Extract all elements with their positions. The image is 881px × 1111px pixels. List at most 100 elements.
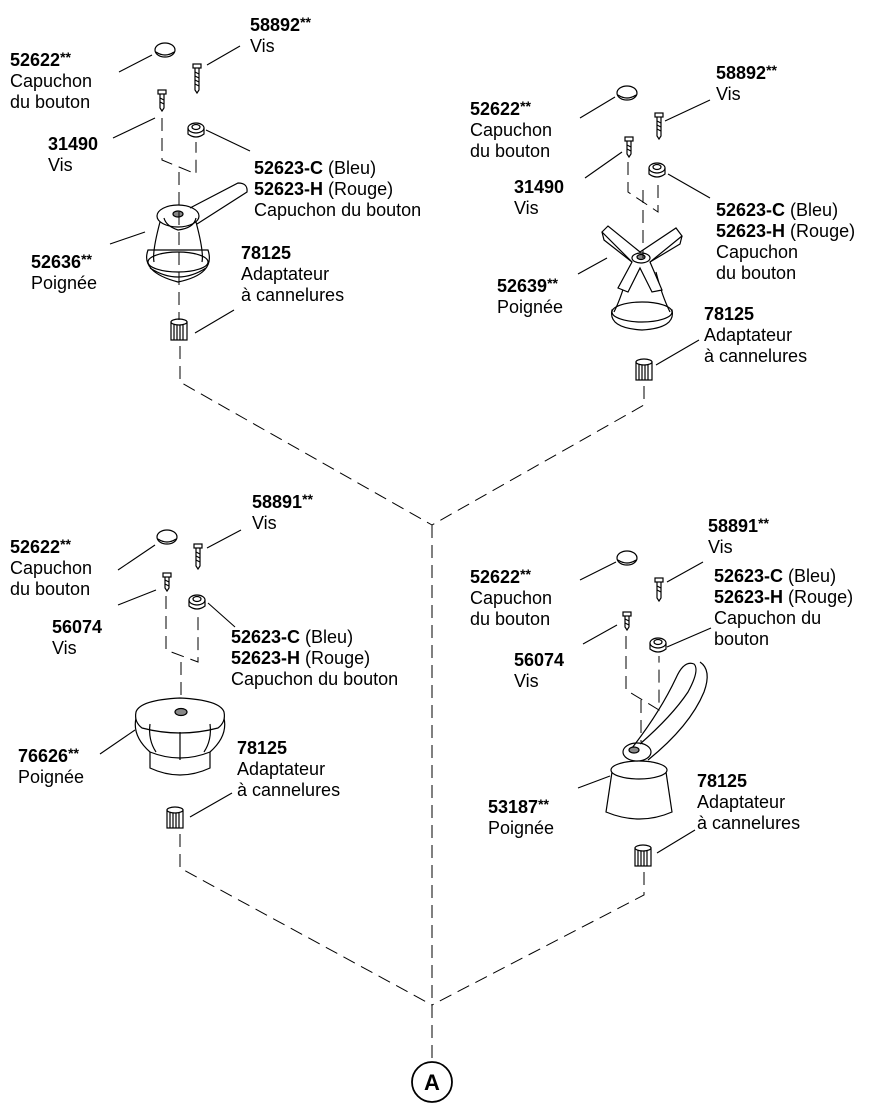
g1-screw: [157, 89, 167, 113]
color-note: (Rouge): [300, 648, 371, 668]
part-number: 58891: [252, 492, 303, 512]
part-suffix: **: [538, 796, 549, 812]
part-number: 78125: [237, 738, 288, 758]
description-line: Capuchon: [716, 242, 799, 262]
color-variant-row: 52623-H (Rouge): [714, 587, 853, 608]
part-number-row: 78125: [704, 304, 807, 325]
part-number: 52639: [497, 276, 548, 296]
part-suffix: **: [81, 251, 92, 267]
description-line: Vis: [52, 638, 77, 658]
g4-handle-label: 53187**Poignée: [488, 794, 554, 839]
part-number: 52623-C: [254, 158, 324, 178]
color-note: (Rouge): [785, 221, 856, 241]
part-number: 52623-C: [714, 566, 784, 586]
part-number-row: 53187**: [488, 794, 554, 818]
lever-handle-assembly: [146, 42, 248, 341]
description-line: Capuchon du bouton: [254, 200, 422, 220]
g4-color-cap: [649, 637, 667, 653]
part-number: 78125: [697, 771, 748, 791]
part-number-row: 52636**: [31, 249, 97, 273]
part-number: 53187: [488, 797, 539, 817]
g2-screw: [624, 136, 634, 159]
g2-screw-top-label: 58892**Vis: [716, 60, 777, 105]
part-suffix: **: [300, 14, 311, 30]
part-number-row: 58892**: [716, 60, 777, 84]
part-number: 58892: [716, 63, 767, 83]
color-note: (Bleu): [300, 627, 354, 647]
g1-lever-handle: [146, 182, 248, 283]
g3-handle-label: 76626** Poignée: [18, 743, 84, 788]
g4-top-screw: [654, 577, 664, 603]
part-number: 58892: [250, 15, 301, 35]
part-number-row: 58891**: [708, 513, 769, 537]
description-line: Adaptateur: [241, 264, 330, 284]
part-number: 78125: [241, 243, 292, 263]
description-line: à cannelures: [704, 346, 808, 366]
description-line: Vis: [252, 513, 277, 533]
part-number: 76626: [18, 746, 69, 766]
part-number: 52622: [470, 99, 521, 119]
description-line: du bouton: [716, 263, 797, 283]
callout-a: A: [411, 1061, 453, 1103]
part-number-row: 56074: [52, 617, 102, 638]
description-line: Capuchon: [10, 558, 93, 578]
part-suffix: **: [68, 745, 79, 761]
part-number-row: 78125: [241, 243, 344, 264]
part-number-row: 78125: [237, 738, 340, 759]
description-line: Poignée: [18, 767, 85, 787]
description-line: à cannelures: [241, 285, 345, 305]
part-number-row: 78125: [697, 771, 800, 792]
part-number: 52622: [10, 537, 61, 557]
g4-screw-top-label: 58891**Vis: [708, 513, 769, 558]
description-line: du bouton: [10, 92, 91, 112]
description-line: Capuchon: [10, 71, 93, 91]
description-line: bouton: [714, 629, 770, 649]
color-note: (Bleu): [785, 200, 839, 220]
part-number-row: 52622**: [470, 96, 552, 120]
color-variant-row: 52623-C (Bleu): [231, 627, 398, 648]
part-number-row: 58892**: [250, 12, 311, 36]
part-number: 52623-C: [716, 200, 786, 220]
color-variant-row: 52623-C (Bleu): [716, 200, 855, 221]
description-line: à cannelures: [697, 813, 801, 833]
part-number-row: 52622**: [10, 47, 92, 71]
description-line: Vis: [708, 537, 733, 557]
g4-spline-adapter: [634, 844, 652, 867]
g1-color-cap-label: 52623-C (Bleu)52623-H (Rouge)Capuchon du…: [254, 158, 421, 221]
g1-screw-top-label: 58892**Vis: [250, 12, 311, 57]
description-line: Vis: [716, 84, 741, 104]
color-note: (Rouge): [783, 587, 854, 607]
g2-spline-adapter: [635, 358, 653, 381]
color-variant-row: 52623-C (Bleu): [714, 566, 853, 587]
description-line: Vis: [514, 671, 539, 691]
part-suffix: **: [520, 566, 531, 582]
part-suffix: **: [520, 98, 531, 114]
part-number: 52623-H: [716, 221, 786, 241]
g4-wrist-blade-handle: [605, 661, 708, 820]
description-line: du bouton: [470, 609, 551, 629]
part-number: 31490: [48, 134, 99, 154]
part-suffix: **: [60, 536, 71, 552]
description-line: Vis: [250, 36, 275, 56]
description-line: Poignée: [31, 273, 98, 293]
description-line: Vis: [48, 155, 73, 175]
callout-a-letter: A: [424, 1070, 440, 1095]
g4-color-cap-label: 52623-C (Bleu)52623-H (Rouge)Capuchon du…: [714, 566, 853, 650]
color-variant-row: 52623-C (Bleu): [254, 158, 421, 179]
color-variant-row: 52623-H (Rouge): [716, 221, 855, 242]
part-number: 56074: [52, 617, 103, 637]
g4-screw: [622, 611, 632, 632]
part-number-row: 58891**: [252, 489, 313, 513]
g3-spline-adapter: [166, 806, 184, 829]
description-line: Poignée: [497, 297, 564, 317]
wrist-blade-handle-assembly: [605, 550, 708, 867]
